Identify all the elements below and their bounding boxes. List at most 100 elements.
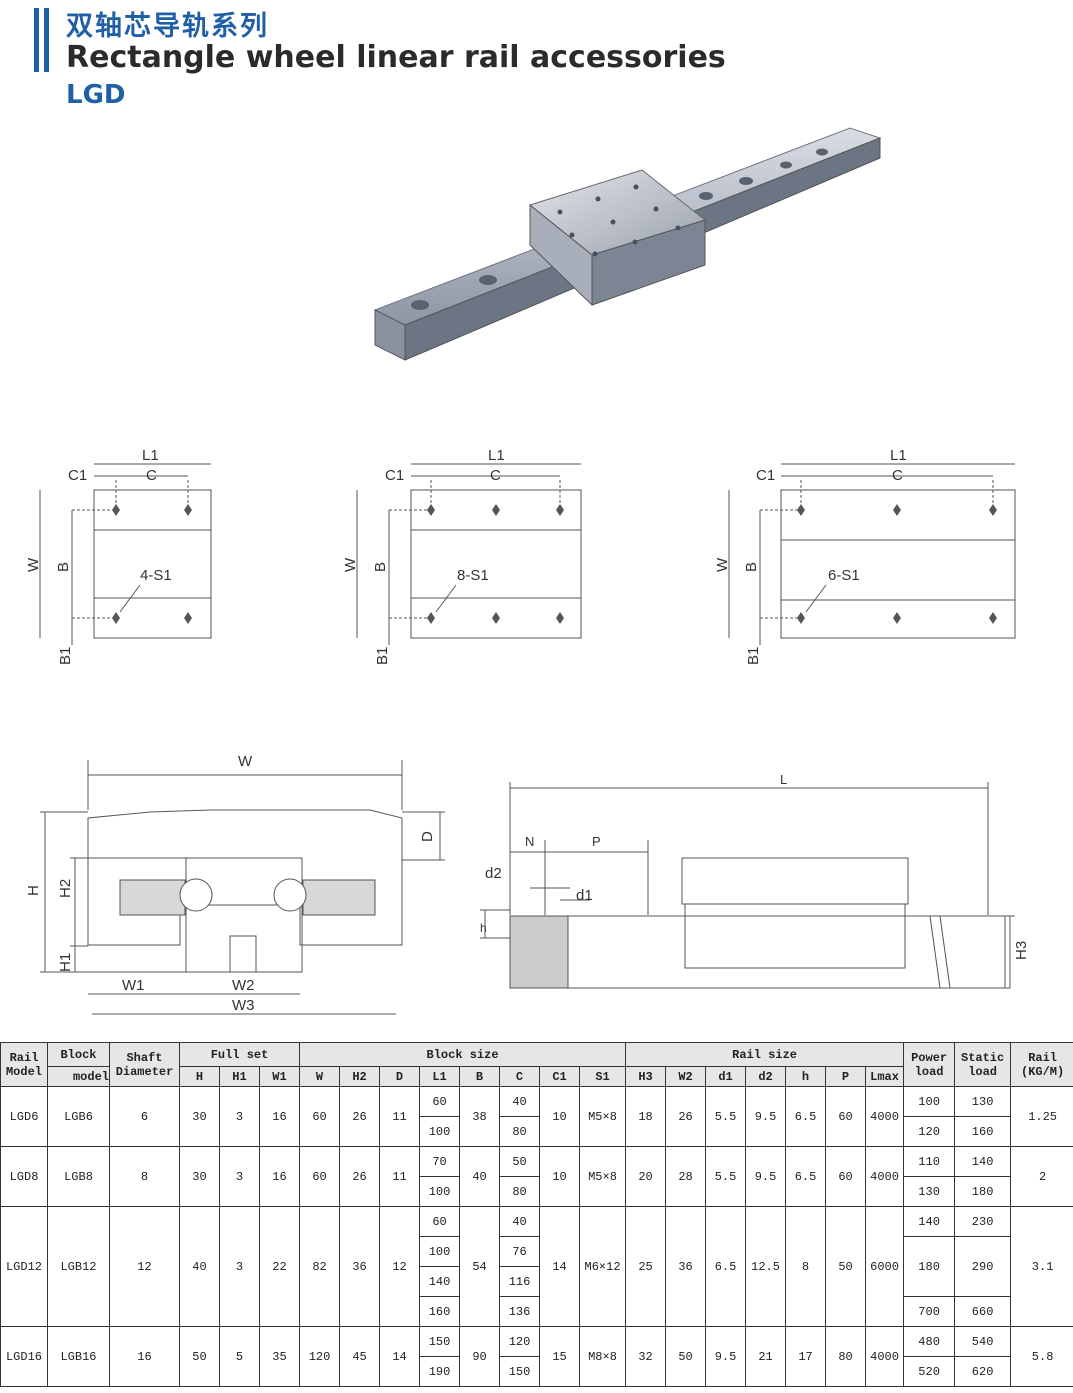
- cell-h: 30: [179, 1146, 220, 1207]
- dim-W-section: W: [238, 753, 253, 770]
- dim-W1: W1: [122, 977, 145, 994]
- th-sub-d1: d1: [705, 1066, 747, 1087]
- th-sub-h: h: [785, 1066, 827, 1087]
- cell-h1: 3: [219, 1086, 260, 1147]
- cell-w2: 26: [665, 1086, 707, 1147]
- dim-B-3: B: [743, 562, 760, 572]
- cell-c: 50: [499, 1146, 541, 1177]
- dim-H2: H2: [57, 879, 74, 898]
- cell-w2: 36: [665, 1206, 707, 1327]
- cell-s1: M5×8: [579, 1086, 627, 1147]
- dim-C-2: C: [490, 467, 501, 484]
- dim-P: P: [592, 834, 601, 849]
- cell-static-load: 660: [954, 1296, 1012, 1327]
- dim-W-2: W: [342, 557, 359, 572]
- top-view-3-block: [780, 489, 1016, 639]
- th-sub-lmax: Lmax: [865, 1066, 905, 1087]
- cell-l1: 140: [419, 1266, 461, 1297]
- th-sub-w: W: [299, 1066, 341, 1087]
- cell-d2: 9.5: [745, 1146, 787, 1207]
- cell-h1: 5: [219, 1326, 260, 1387]
- cell-rail-model: LGD12: [0, 1206, 48, 1327]
- cell-w: 82: [299, 1206, 341, 1327]
- th-sub-d: D: [379, 1066, 421, 1087]
- cell-l1: 60: [419, 1086, 461, 1117]
- cell-c: 120: [499, 1326, 541, 1357]
- cell-w: 60: [299, 1146, 341, 1207]
- dim-h: h: [480, 921, 487, 935]
- cell-l1: 190: [419, 1356, 461, 1387]
- cell-c1: 10: [539, 1146, 581, 1207]
- cell-c: 40: [499, 1206, 541, 1237]
- cell-c: 136: [499, 1296, 541, 1327]
- cell-d1: 6.5: [705, 1206, 747, 1327]
- th-sub-w2: W2: [665, 1066, 707, 1087]
- top-view-drawings: L1 C1 C W B B1 4-S1 L1 C1 C W B B1 8-S1 …: [25, 447, 1016, 665]
- cell-w1: 22: [258, 1206, 301, 1327]
- cell-rail-kg: 5.8: [1010, 1326, 1073, 1387]
- th-full-set: Full set: [178, 1042, 301, 1067]
- rail-side-drawing: L N P d1 d2 h H3: [480, 772, 1030, 989]
- dim-B1-3: B1: [745, 647, 762, 665]
- th-sub-c: C: [499, 1066, 541, 1087]
- th-block-model: model: [47, 1066, 110, 1087]
- cell-c1: 15: [539, 1326, 581, 1387]
- title-chinese: 双轴芯导轨系列: [66, 11, 269, 42]
- dim-W2: W2: [232, 977, 255, 994]
- cell-h3: 18: [625, 1086, 667, 1147]
- cell-p: 50: [825, 1206, 867, 1327]
- top-view-2-block: [410, 489, 582, 639]
- product-illustration: [373, 127, 882, 361]
- cell-lmax: 4000: [865, 1326, 905, 1387]
- cell-rail-kg: 2: [1010, 1146, 1073, 1207]
- cell-h1: 3: [219, 1146, 260, 1207]
- cell-c1: 10: [539, 1086, 581, 1147]
- dim-W3: W3: [232, 997, 255, 1014]
- cell-h3: 20: [625, 1146, 667, 1207]
- cell-c: 80: [499, 1176, 541, 1207]
- dim-B-2: B: [372, 562, 389, 572]
- dim-L1-3: L1: [890, 447, 907, 464]
- cell-static-load: 620: [954, 1356, 1012, 1387]
- dim-D: D: [419, 831, 436, 842]
- dim-B1-2: B1: [374, 647, 391, 665]
- cell-h: 30: [179, 1086, 220, 1147]
- cell-c: 76: [499, 1236, 541, 1267]
- cell-l1: 70: [419, 1146, 461, 1177]
- cell-c1: 14: [539, 1206, 581, 1327]
- dim-N: N: [525, 834, 534, 849]
- cell-power-load: 180: [903, 1236, 956, 1297]
- block-on-rail: [681, 857, 909, 905]
- dim-d1: d1: [576, 887, 593, 904]
- cell-l1: 160: [419, 1296, 461, 1327]
- cell-rail-kg: 1.25: [1010, 1086, 1073, 1147]
- cell-power-load: 120: [903, 1116, 956, 1147]
- cell-w2: 50: [665, 1326, 707, 1387]
- cell-block-model: LGB12: [47, 1206, 110, 1327]
- dim-C1: C1: [68, 467, 87, 484]
- cell-w1: 16: [258, 1086, 301, 1147]
- hole-label-2: 8-S1: [457, 567, 489, 584]
- th-shaft: Shaft Diameter: [109, 1042, 180, 1087]
- dim-H3: H3: [1013, 941, 1030, 960]
- cell-lmax: 4000: [865, 1146, 905, 1207]
- dim-C: C: [146, 467, 157, 484]
- cell-shaft: 8: [109, 1146, 180, 1207]
- cell-power-load: 520: [903, 1356, 956, 1387]
- cell-d: 14: [379, 1326, 421, 1387]
- cell-static-load: 160: [954, 1116, 1012, 1147]
- cell-rail-model: LGD16: [0, 1326, 48, 1387]
- th-sub-h2: H2: [339, 1066, 381, 1087]
- cell-w1: 16: [258, 1146, 301, 1207]
- cell-b: 40: [459, 1146, 501, 1207]
- cell-d2: 9.5: [745, 1086, 787, 1147]
- cell-l1: 100: [419, 1236, 461, 1267]
- cell-h: 50: [179, 1326, 220, 1387]
- dim-C1-3: C1: [756, 467, 775, 484]
- spec-table: Rail Model Block Shaft Diameter Full set…: [0, 1042, 1073, 1387]
- block-outline: [87, 809, 403, 946]
- cell-rail-model: LGD8: [0, 1146, 48, 1207]
- cell-b: 90: [459, 1326, 501, 1387]
